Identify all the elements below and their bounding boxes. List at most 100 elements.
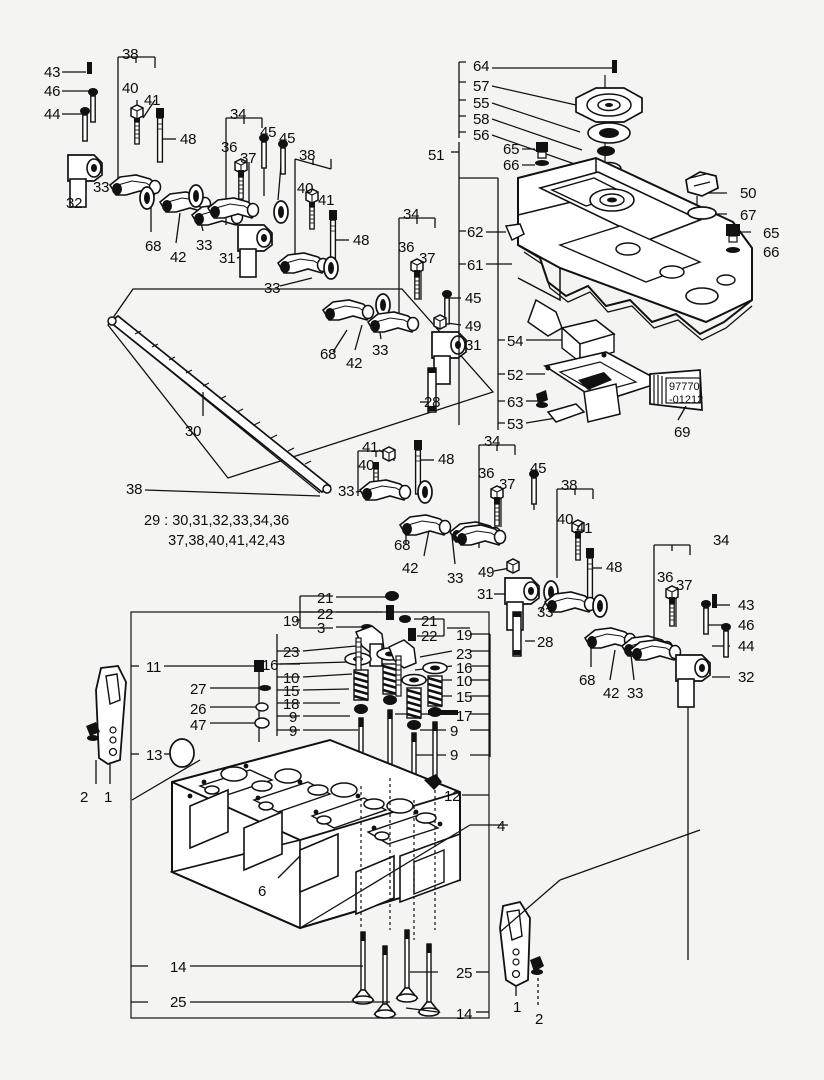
callout-37: 37 (676, 577, 693, 594)
callout-9: 9 (450, 747, 459, 764)
callout-36: 36 (657, 569, 674, 586)
callout-66: 66 (763, 244, 780, 261)
callout-33: 33 (627, 685, 644, 702)
callout-15: 15 (456, 689, 473, 706)
callout-48: 48 (438, 451, 455, 468)
callout-68: 68 (394, 537, 411, 554)
callout-48: 48 (353, 232, 370, 249)
callout-9: 9 (289, 723, 298, 740)
callout-10: 10 (283, 670, 300, 687)
callout-6: 6 (258, 883, 267, 900)
callout-38: 38 (122, 46, 139, 63)
callout-68: 68 (320, 346, 337, 363)
callout-68: 68 (579, 672, 596, 689)
callout-47: 47 (190, 717, 207, 734)
callout-22: 22 (317, 606, 334, 623)
callout-25: 25 (456, 965, 473, 982)
callout-28: 28 (424, 394, 441, 411)
callout-53: 53 (507, 416, 524, 433)
callout-65: 65 (503, 141, 520, 158)
callout-54: 54 (507, 333, 524, 350)
callout-21: 21 (317, 590, 334, 607)
callout-57: 57 (473, 78, 490, 95)
callout-31: 31 (219, 250, 236, 267)
callout-41: 41 (318, 192, 335, 209)
callout-33: 33 (93, 179, 110, 196)
callout-36: 36 (221, 139, 238, 156)
group-note: 29 : 30,31,32,33,34,36 37,38,40,41,42,43 (144, 513, 290, 549)
callout-18: 18 (283, 696, 300, 713)
callout-32: 32 (738, 669, 755, 686)
callout-9: 9 (289, 709, 298, 726)
callout-14: 14 (170, 959, 187, 976)
callout-66: 66 (503, 157, 520, 174)
callout-43: 43 (44, 64, 61, 81)
callout-36: 36 (398, 239, 415, 256)
callout-34: 34 (484, 433, 501, 450)
callout-49: 49 (478, 564, 495, 581)
callout-14: 14 (456, 1006, 473, 1023)
callout-2: 2 (535, 1011, 544, 1028)
callout-28: 28 (537, 634, 554, 651)
callout-26: 26 (190, 701, 207, 718)
callout-9: 9 (450, 723, 459, 740)
callout-38: 38 (126, 481, 143, 498)
callout-31: 31 (465, 337, 482, 354)
callout-52: 52 (507, 367, 524, 384)
callout-33: 33 (447, 570, 464, 587)
callout-34: 34 (230, 106, 247, 123)
callout-12: 12 (444, 788, 461, 805)
callout-67: 67 (740, 207, 757, 224)
callout-31: 31 (477, 586, 494, 603)
callout-42: 42 (402, 560, 419, 577)
callout-41: 41 (362, 439, 379, 456)
callout-40: 40 (557, 511, 574, 528)
callout-69: 69 (674, 424, 691, 441)
callout-19: 19 (456, 627, 473, 644)
callout-11: 11 (146, 659, 162, 676)
callout-55: 55 (473, 95, 490, 112)
callout-41: 41 (144, 92, 161, 109)
callout-46: 46 (738, 617, 755, 634)
callout-68: 68 (145, 238, 162, 255)
callout-16: 16 (456, 660, 473, 677)
callout-40: 40 (358, 457, 375, 474)
callout-37: 37 (240, 150, 257, 167)
callout-48: 48 (606, 559, 623, 576)
callout-64: 64 (473, 58, 490, 75)
callout-25: 25 (170, 994, 187, 1011)
callout-50: 50 (740, 185, 757, 202)
callout-33: 33 (338, 483, 355, 500)
callout-40: 40 (297, 180, 314, 197)
callout-2: 2 (80, 789, 89, 806)
callout-38: 38 (561, 477, 578, 494)
callout-22: 22 (421, 628, 438, 645)
sealant-tube-line2: -01212 (669, 394, 704, 406)
callout-3: 3 (317, 620, 326, 637)
callout-37: 37 (419, 250, 436, 267)
callout-45: 45 (530, 460, 547, 477)
callout-17: 17 (456, 708, 473, 725)
callout-45: 45 (465, 290, 482, 307)
callout-65: 65 (763, 225, 780, 242)
callout-15: 15 (283, 683, 300, 700)
callout-33: 33 (196, 237, 213, 254)
callout-45: 45 (260, 124, 277, 141)
callout-36: 36 (478, 465, 495, 482)
callout-21: 21 (421, 613, 438, 630)
callout-1: 1 (104, 789, 113, 806)
callout-33: 33 (372, 342, 389, 359)
callout-42: 42 (603, 685, 620, 702)
callout-46: 46 (44, 83, 61, 100)
callout-33: 33 (264, 280, 281, 297)
callout-23: 23 (456, 646, 473, 663)
callout-10: 10 (456, 673, 473, 690)
callout-13: 13 (146, 747, 163, 764)
callout-49: 49 (465, 318, 482, 335)
callout-42: 42 (346, 355, 363, 372)
callout-19: 19 (283, 613, 300, 630)
callout-42: 42 (170, 249, 187, 266)
callout-38: 38 (299, 147, 316, 164)
callout-30: 30 (185, 423, 202, 440)
